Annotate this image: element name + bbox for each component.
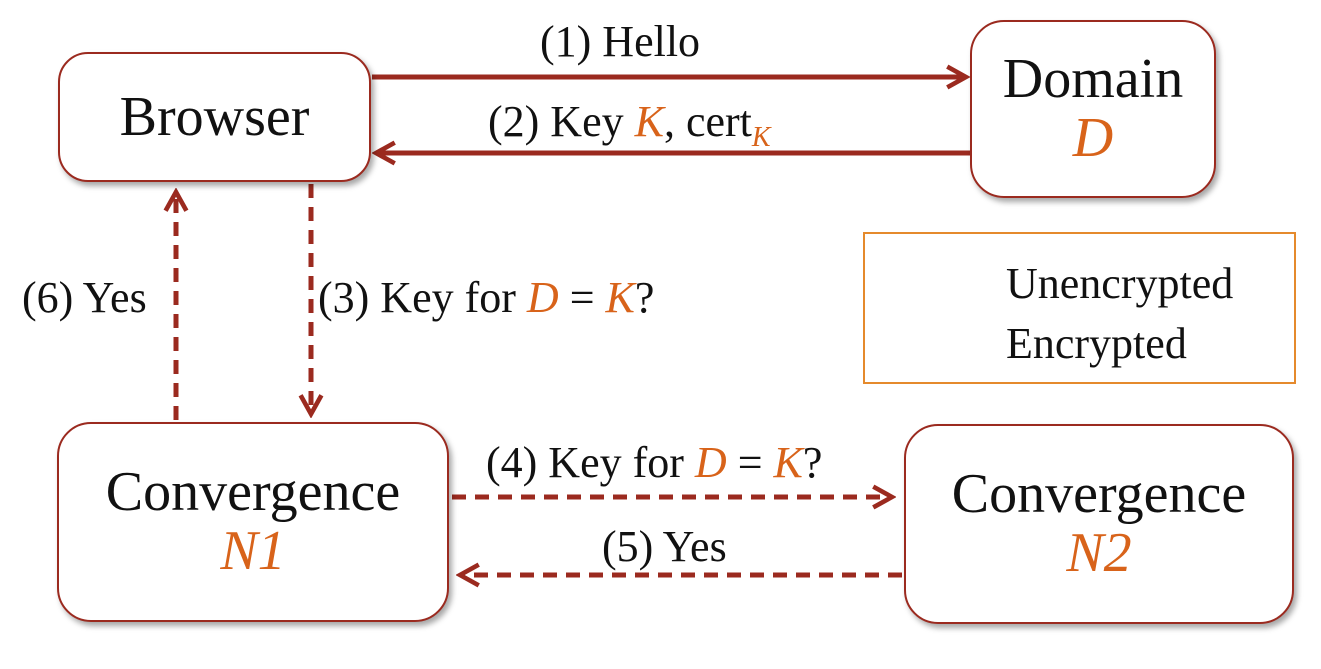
convergence-n2-label: Convergence bbox=[951, 463, 1247, 526]
message-3-equals: = bbox=[558, 273, 606, 322]
message-2-label: (2) Key K, certK bbox=[488, 96, 771, 154]
legend-box bbox=[863, 232, 1296, 384]
message-3-label: (3) Key for D = K? bbox=[318, 272, 654, 323]
message-4-question: ? bbox=[802, 438, 823, 487]
message-2-cert: , cert bbox=[663, 97, 752, 146]
message-2-prefix: (2) Key bbox=[488, 97, 635, 146]
convergence-n2-node: Convergence N2 bbox=[904, 424, 1294, 624]
browser-label: Browser bbox=[119, 85, 310, 148]
browser-node: Browser bbox=[58, 52, 371, 182]
domain-label: Domain bbox=[1002, 48, 1184, 111]
domain-node: Domain D bbox=[970, 20, 1216, 198]
convergence-n1-label: Convergence bbox=[105, 461, 401, 524]
message-3-prefix: (3) Key for bbox=[318, 273, 527, 322]
message-3-domain: D bbox=[526, 273, 559, 322]
message-1-label: (1) Hello bbox=[540, 17, 701, 66]
n2-variable: N2 bbox=[1066, 522, 1132, 584]
message-5-label: (5) Yes bbox=[602, 522, 727, 571]
n1-variable: N1 bbox=[220, 520, 286, 582]
message-4-prefix: (4) Key for bbox=[486, 438, 695, 487]
message-2-key: K bbox=[634, 97, 664, 146]
message-2-cert-subscript: K bbox=[751, 122, 771, 153]
legend-unencrypted-label: Unencrypted bbox=[1006, 259, 1234, 308]
message-3-question: ? bbox=[634, 273, 655, 322]
message-4-label: (4) Key for D = K? bbox=[486, 437, 822, 488]
legend-encrypted-label: Encrypted bbox=[1006, 319, 1187, 368]
message-4-equals: = bbox=[726, 438, 774, 487]
message-4-key: K bbox=[773, 438, 803, 487]
message-4-domain: D bbox=[694, 438, 727, 487]
convergence-n1-node: Convergence N1 bbox=[57, 422, 449, 622]
message-6-label: (6) Yes bbox=[22, 273, 147, 322]
domain-variable: D bbox=[1072, 107, 1114, 169]
message-3-key: K bbox=[605, 273, 635, 322]
